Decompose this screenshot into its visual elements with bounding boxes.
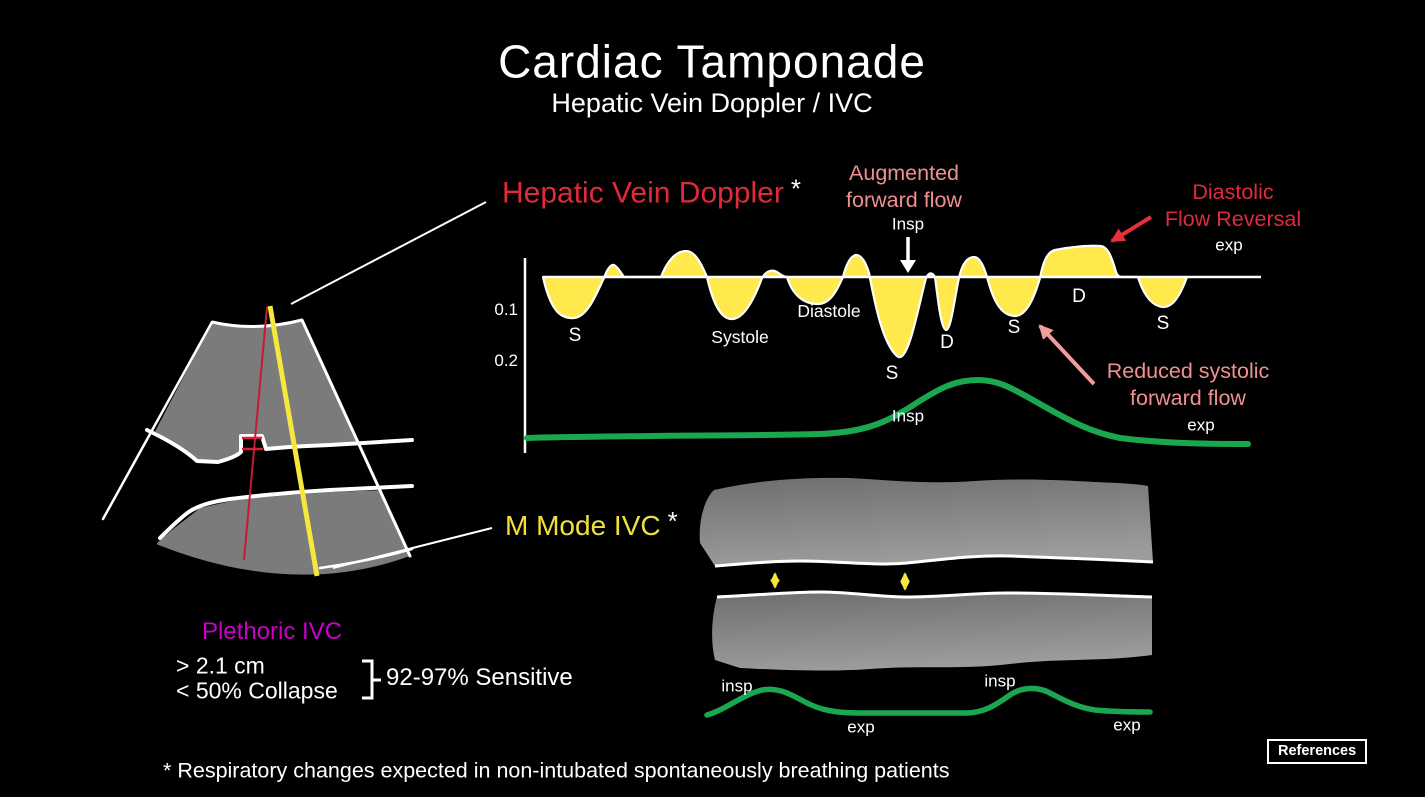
sector-left-edge (101, 320, 214, 521)
sensitivity-value: 92-97% Sensitive (386, 664, 573, 691)
hepatic-vein-doppler-label-text: Hepatic Vein Doppler (502, 176, 784, 210)
plethoric-ivc-heading: Plethoric IVC (201, 618, 343, 645)
wave-label-s2: S (885, 363, 899, 385)
mmode-insp-label-1: insp (721, 676, 753, 696)
mmode-ivc-image (699, 477, 1154, 718)
mmode-upper-band (699, 477, 1153, 566)
wave-label-s1: S (568, 325, 582, 347)
page-subtitle: Hepatic Vein Doppler / IVC (551, 88, 873, 119)
m-mode-ivc-label-text: M Mode IVC (505, 510, 661, 541)
sector-right-edge (300, 318, 412, 558)
insp-label-respiration: Insp (891, 406, 925, 426)
footnote: * Respiratory changes expected in non-in… (163, 758, 950, 783)
diastolic-reversal-arrow (1110, 215, 1153, 243)
criteria-bracket (362, 659, 381, 700)
diastolic-line1: Diastolic (1192, 180, 1274, 205)
mmode-asterisk: * (667, 506, 678, 536)
mmode-lower-band (712, 592, 1152, 671)
references-button[interactable]: References (1267, 739, 1368, 764)
mmode-exp-label-2: exp (1113, 715, 1141, 735)
reduced-line1: Reduced systolic (1106, 359, 1270, 384)
exp-label-top-right: exp (1215, 235, 1243, 255)
wave-label-d1: D (940, 332, 954, 354)
mmode-upper-wall-line (714, 554, 1154, 568)
exp-label-mid: exp (1187, 415, 1215, 435)
diastolic-line2: Flow Reversal (1164, 207, 1302, 231)
augmented-line2: forward flow (846, 188, 962, 212)
mmode-lower-wall-line (716, 590, 1153, 599)
ivc-posterior-wall-line (158, 484, 414, 540)
reduced-systolic-annotation: Reduced systolic forward flow (1107, 358, 1270, 412)
ultrasound-sector-illustration (55, 201, 493, 590)
ivc-criterion-collapse: < 50% Collapse (176, 677, 338, 704)
wave-label-s3: S (1007, 317, 1021, 339)
sector-top-edge (211, 318, 303, 328)
mmode-exp-label-1: exp (847, 717, 875, 737)
pointer-line-to-doppler-label (290, 201, 487, 305)
ivc-lumen-band (55, 426, 414, 590)
wave-label-systole: Systole (711, 327, 769, 348)
ivc-criterion-size: > 2.1 cm (176, 652, 265, 679)
mmode-insp-label-2: insp (984, 671, 1016, 691)
augmented-line1: Augmented (849, 161, 959, 186)
insp-label-top: Insp (891, 214, 925, 234)
doppler-waveform-outline (541, 244, 1189, 359)
pointer-line-to-mmode-label (332, 527, 493, 569)
yellow-doppler-cursor-line (267, 305, 320, 577)
y-axis-tick-01: 0.1 (494, 300, 518, 319)
augmented-forward-flow-annotation: Augmented forward flow (846, 160, 962, 214)
doppler-waveform (543, 245, 1261, 358)
doppler-respiration-curve (524, 376, 1251, 447)
reduced-systolic-arrow (1038, 324, 1096, 386)
hepatic-vein-doppler-label: Hepatic Vein Doppler* (502, 172, 801, 212)
y-axis-tick-02: 0.2 (494, 351, 518, 370)
hepatic-asterisk: * (790, 173, 801, 204)
mmode-respiration-curve (704, 685, 1153, 718)
diastolic-flow-reversal-annotation: Diastolic Flow Reversal (1165, 179, 1301, 233)
red-mmode-cursor-line (243, 306, 268, 561)
hepatic-vein-doppler-tracing (523, 215, 1261, 453)
wave-label-diastole: Diastole (797, 301, 861, 322)
insp-down-arrow (900, 237, 916, 273)
wave-label-s4: S (1156, 313, 1170, 335)
m-mode-ivc-label: M Mode IVC* (505, 505, 678, 543)
page-title: Cardiac Tamponade (498, 35, 926, 88)
wave-label-d2: D (1072, 286, 1086, 308)
reduced-line2: forward flow (1130, 386, 1246, 410)
